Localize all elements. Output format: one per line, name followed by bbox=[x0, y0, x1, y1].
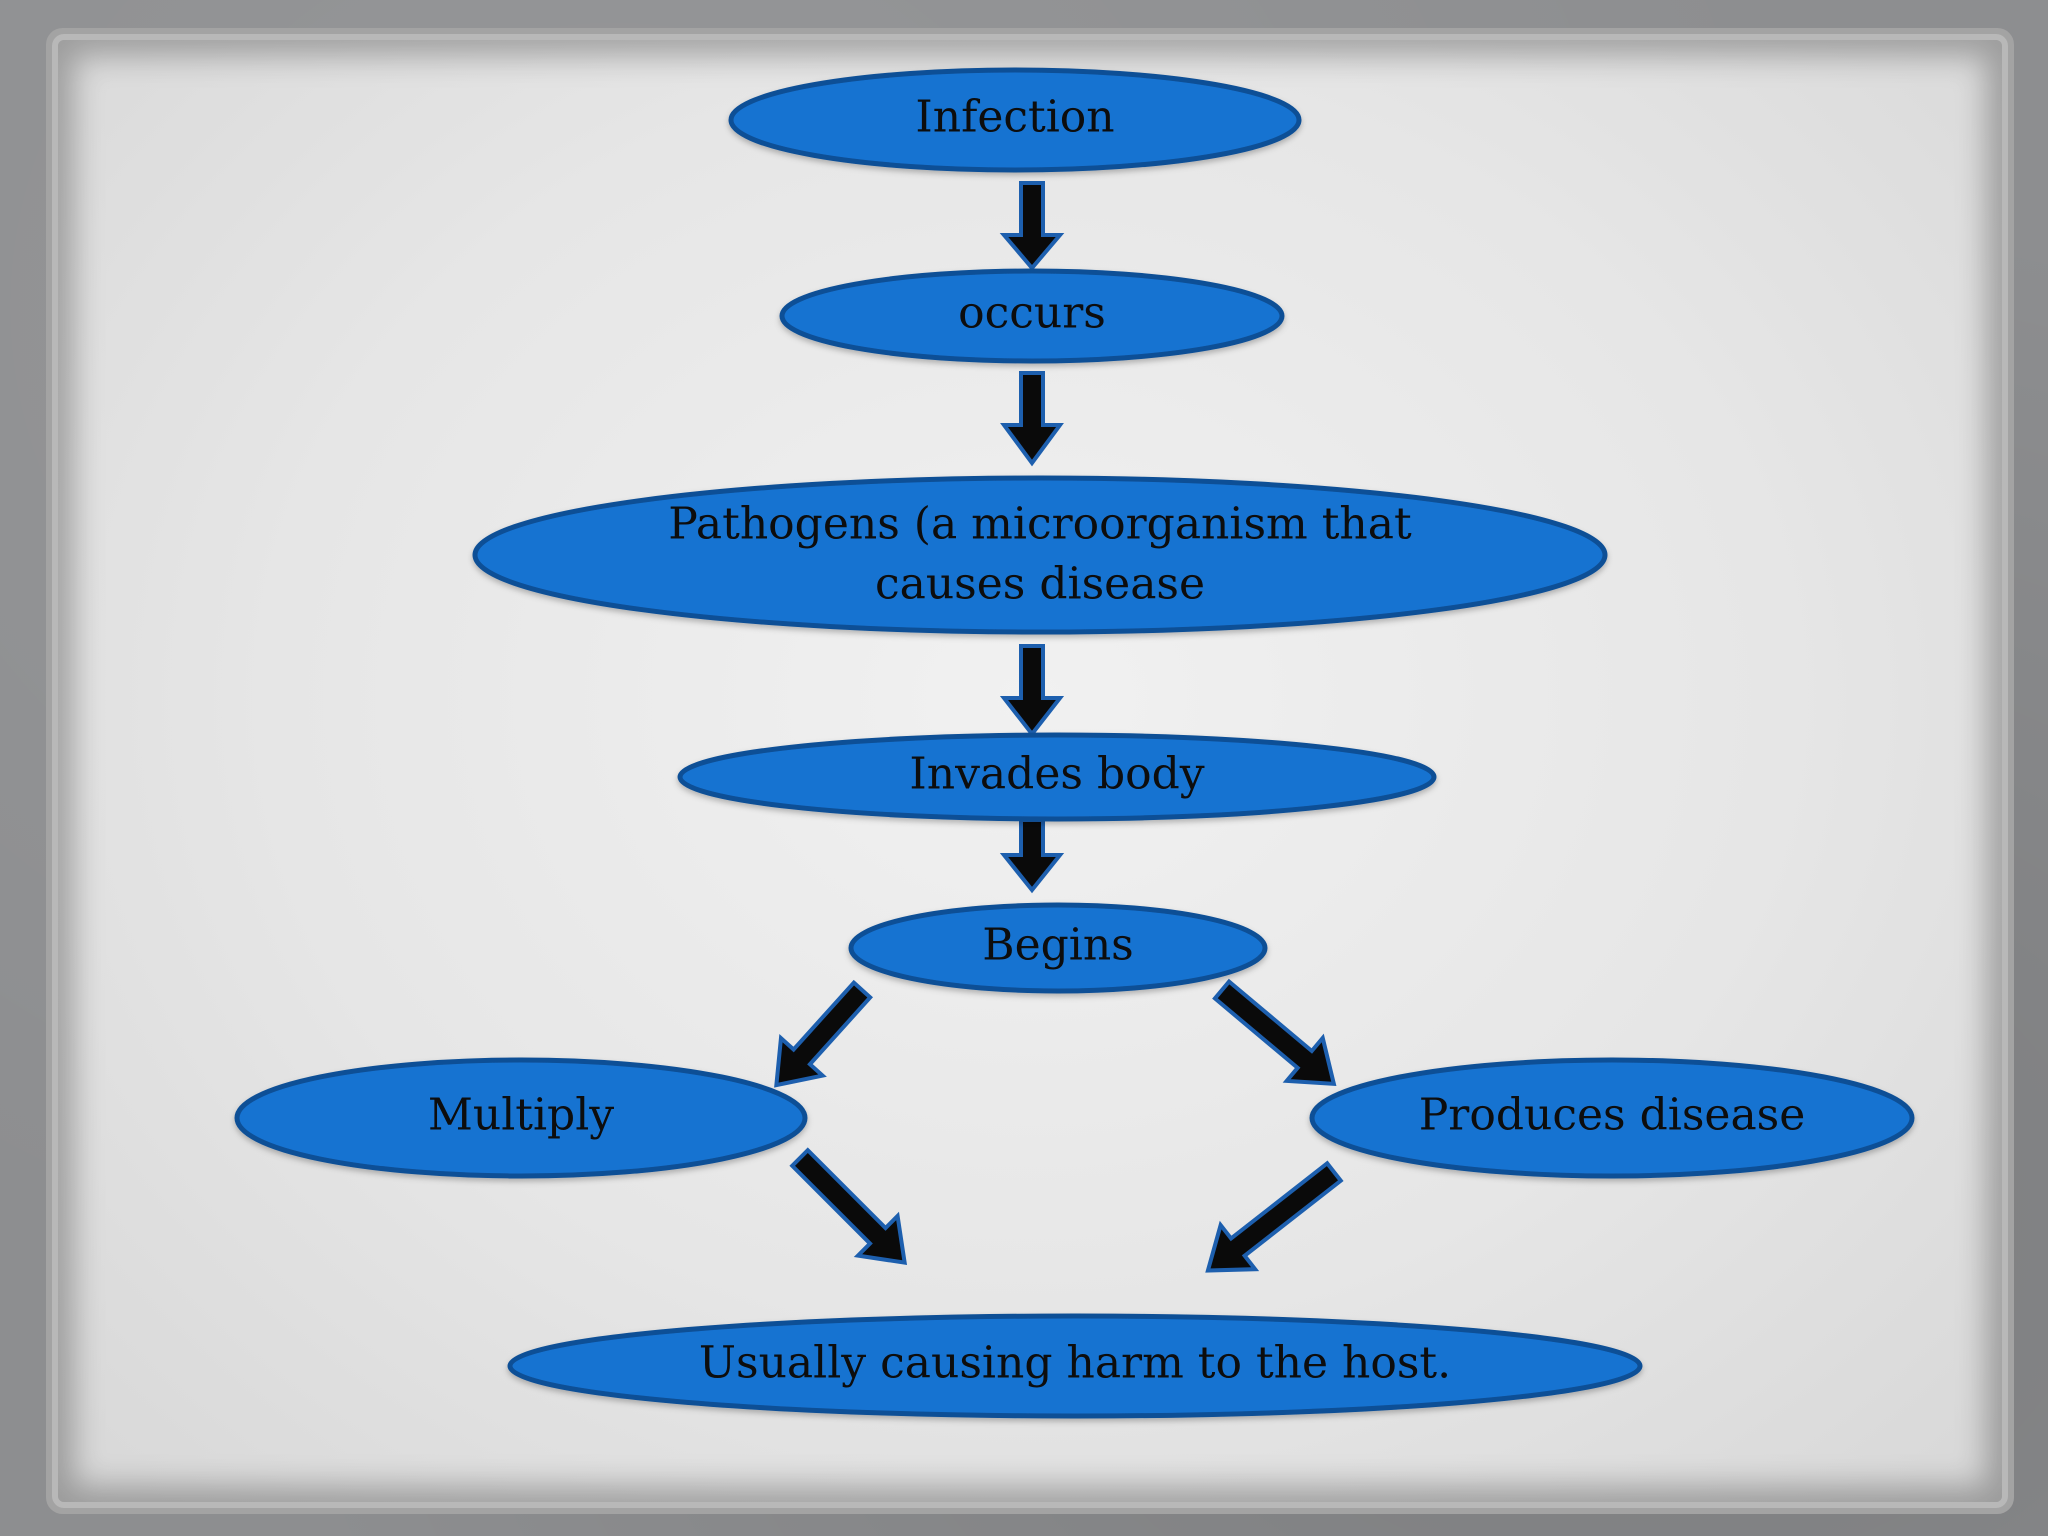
node-label-invades-body: Invades body bbox=[909, 749, 1204, 800]
arrow-begins-to-multiply bbox=[774, 979, 873, 1088]
arrows bbox=[774, 181, 1344, 1273]
node-produces-disease: Produces disease bbox=[1309, 1057, 1915, 1179]
node-label-begins: Begins bbox=[982, 920, 1134, 971]
arrow-produces-to-harm bbox=[1205, 1160, 1344, 1273]
node-label-infection: Infection bbox=[915, 92, 1114, 143]
node-label-pathogens-line2: causes disease bbox=[875, 559, 1205, 610]
arrow-pathogens-to-invades bbox=[999, 644, 1065, 738]
arrow-infection-to-occurs bbox=[999, 181, 1065, 272]
node-label-multiply: Multiply bbox=[428, 1090, 614, 1141]
node-label-produces-disease: Produces disease bbox=[1419, 1090, 1806, 1141]
arrow-multiply-to-harm bbox=[789, 1147, 908, 1266]
node-pathogens: Pathogens (a microorganism that causes d… bbox=[472, 475, 1608, 635]
node-harm: Usually causing harm to the host. bbox=[507, 1313, 1643, 1419]
arrow-occurs-to-pathogens bbox=[1000, 371, 1064, 467]
node-invades-body: Invades body bbox=[677, 732, 1437, 822]
node-label-occurs: occurs bbox=[958, 288, 1106, 339]
node-label-harm: Usually causing harm to the host. bbox=[699, 1338, 1451, 1389]
node-occurs: occurs bbox=[779, 268, 1285, 364]
node-multiply: Multiply bbox=[234, 1057, 808, 1179]
node-label-pathogens-line1: Pathogens (a microorganism that bbox=[668, 499, 1412, 550]
arrow-begins-to-produces bbox=[1212, 978, 1337, 1087]
node-infection: Infection bbox=[728, 67, 1302, 173]
node-begins: Begins bbox=[848, 902, 1268, 994]
arrow-invades-to-begins bbox=[999, 818, 1065, 894]
